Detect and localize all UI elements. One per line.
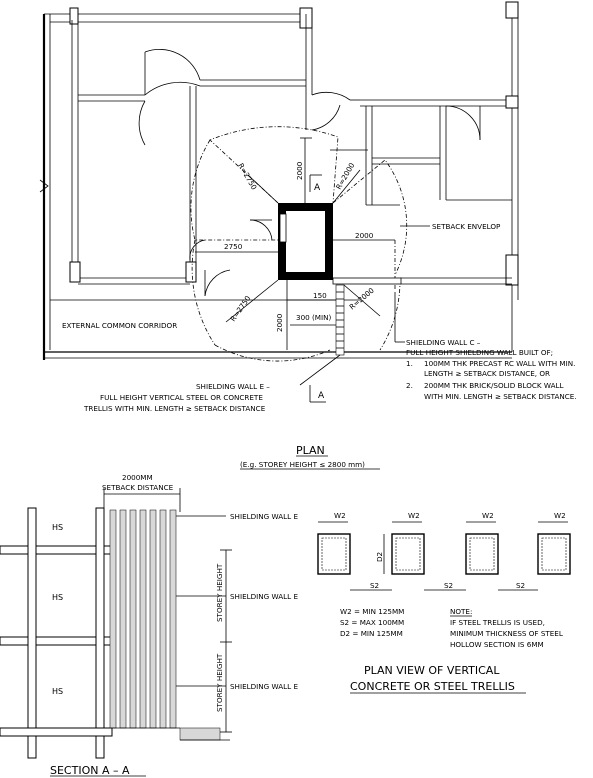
note-line-2: MINIMUM THICKNESS OF STEEL: [450, 629, 563, 638]
storey-height-2: STOREY HEIGHT: [215, 653, 224, 712]
section-title: SECTION A – A: [50, 764, 130, 777]
door-swings: [138, 49, 481, 297]
section-setback-dim: 2000MM: [122, 473, 153, 482]
dim-2000-top: 2000: [295, 161, 304, 180]
dimension-lines: [195, 137, 395, 350]
dim-r2750-lower: R=2750: [228, 294, 252, 324]
d2-label: D2: [375, 552, 384, 562]
label-setback-envelop: SETBACK ENVELOP: [432, 222, 501, 231]
plan-title: PLAN: [296, 444, 325, 457]
w2-label-3: W2: [482, 511, 494, 520]
label-external-corridor: EXTERNAL COMMON CORRIDOR: [62, 321, 177, 330]
core-structure: [278, 203, 333, 280]
note-line-1: IF STEEL TRELLIS IS USED,: [450, 618, 545, 627]
building-walls: [42, 1, 519, 360]
storey-height-1: STOREY HEIGHT: [215, 563, 224, 622]
s2-label-1: S2: [370, 581, 379, 590]
section-a-a: HS HS HS 2000MM SETBACK DISTANCE STOREY …: [0, 473, 298, 777]
section-shield-label-3: SHIELDING WALL E: [230, 682, 298, 691]
shield-c-item1-a: 100MM THK PRECAST RC WALL WITH MIN.: [424, 359, 575, 368]
dim-r2000-lower: R=2000: [348, 286, 377, 312]
hs-label-3: HS: [52, 687, 63, 696]
spec-w2: W2 = MIN 125MM: [340, 607, 404, 616]
setback-envelope: [190, 126, 408, 362]
plan-view: A A R=2750 R=2000 2000 2000 2750 150 R=2…: [39, 1, 577, 470]
trellis-s2-dims: S2 S2 S2: [350, 581, 538, 591]
section-marker-bottom: A: [309, 385, 326, 403]
s2-label-3: S2: [516, 581, 525, 590]
shield-c-line1: FULL HEIGHT SHIELDING WALL BUILT OF;: [406, 348, 553, 357]
shield-c-item2-num: 2.: [406, 381, 413, 390]
shield-e-line2: TRELLIS WITH MIN. LENGTH ≥ SETBACK DISTA…: [83, 404, 266, 413]
hs-label-1: HS: [52, 523, 63, 532]
section-shield-label-2: SHIELDING WALL E: [230, 592, 298, 601]
w2-label-4: W2: [554, 511, 566, 520]
shield-e-title: SHIELDING WALL E –: [196, 382, 270, 391]
section-marker-bottom-label: A: [318, 391, 325, 401]
shielding-wall-c-note: SHIELDING WALL C – FULL HEIGHT SHIELDING…: [394, 292, 577, 401]
dim-2000-right: 2000: [355, 231, 374, 240]
plan-subtitle: (E.g. STOREY HEIGHT ≤ 2800 mm): [240, 460, 365, 469]
w2-label-2: W2: [408, 511, 420, 520]
section-marker-top: A: [309, 174, 322, 193]
trellis-title-line-2: CONCRETE OR STEEL TRELLIS: [350, 680, 515, 693]
section-shield-label-1: SHIELDING WALL E: [230, 512, 298, 521]
section-marker-top-label: A: [314, 183, 321, 193]
dim-r2750-upper: R=2750: [236, 162, 259, 192]
break-line: [39, 179, 49, 193]
s2-label-2: S2: [444, 581, 453, 590]
note-title: NOTE:: [450, 607, 472, 616]
section-structure: [0, 507, 113, 759]
spec-d2: D2 = MIN 125MM: [340, 629, 403, 638]
shielding-wall-c: [332, 277, 402, 285]
spec-s2: S2 = MAX 100MM: [340, 618, 404, 627]
w2-label-1: W2: [334, 511, 346, 520]
dim-300-min: 300 (MIN): [296, 313, 332, 322]
shield-e-line1: FULL HEIGHT VERTICAL STEEL OR CONCRETE: [100, 393, 263, 402]
trellis-title-line-1: PLAN VIEW OF VERTICAL: [364, 664, 500, 677]
shield-c-item2-b: WITH MIN. LENGTH ≥ SETBACK DISTANCE.: [424, 392, 577, 401]
dim-2000-bottom: 2000: [275, 313, 284, 332]
shield-c-item2-a: 200MM THK BRICK/SOLID BLOCK WALL: [424, 381, 564, 390]
shield-c-item1-num: 1.: [406, 359, 413, 368]
trellis-sections: [317, 533, 571, 575]
shield-c-item1-b: LENGTH ≥ SETBACK DISTANCE, OR: [424, 369, 550, 378]
hs-label-2: HS: [52, 593, 63, 602]
section-trellis: [104, 509, 230, 741]
shielding-wall-e-trellis: [335, 284, 345, 356]
shield-c-title: SHIELDING WALL C –: [406, 338, 481, 347]
trellis-plan-view: W2 W2 W2 W2 D2 S2 S2 S2 W2 =: [317, 511, 571, 694]
shielding-wall-e-note: SHIELDING WALL E – FULL HEIGHT VERTICAL …: [83, 354, 341, 413]
note-line-3: HOLLOW SECTION IS 6MM: [450, 640, 544, 649]
trellis-w2-dims: W2 W2 W2 W2: [318, 511, 568, 523]
dim-150: 150: [313, 291, 327, 300]
section-setback-label: SETBACK DISTANCE: [102, 483, 174, 492]
dim-r2000-upper: R=2000: [334, 161, 357, 191]
dim-2750-left: 2750: [224, 242, 243, 251]
